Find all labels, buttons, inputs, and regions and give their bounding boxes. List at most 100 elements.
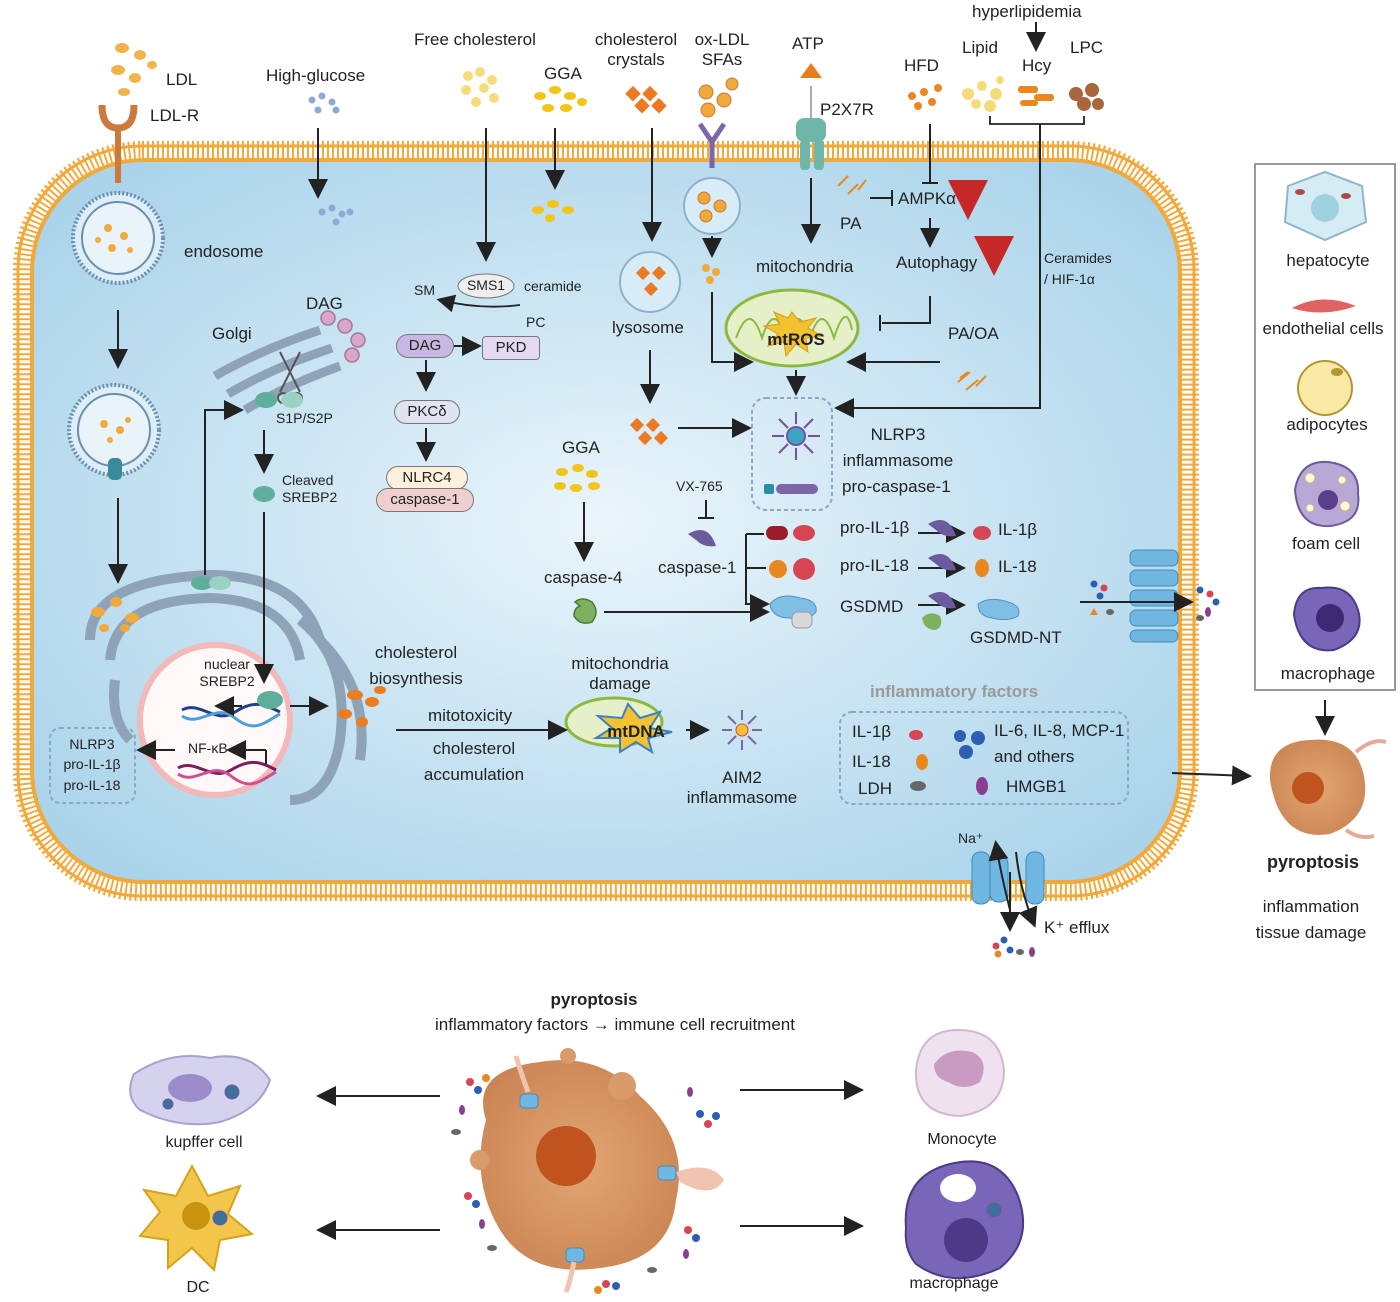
label-gsdmd-nt: GSDMD-NT bbox=[970, 628, 1062, 647]
label-k-efflux: K⁺ efflux bbox=[1044, 918, 1110, 937]
caspase1-icon bbox=[688, 530, 716, 547]
label-foam-cell: foam cell bbox=[1291, 534, 1361, 553]
label-mitotoxicity: mitotoxicity bbox=[428, 706, 513, 725]
pill-nlrc4: NLRC4 bbox=[386, 466, 468, 490]
released-factors-left bbox=[1090, 580, 1114, 615]
nlrp3-inflammasome-icon bbox=[772, 412, 820, 460]
label-ceramides-hif: Ceramides / HIF-1α bbox=[1044, 250, 1112, 287]
pyroptotic-cell-bottom-icon bbox=[470, 1048, 724, 1293]
lpc-particles bbox=[1069, 83, 1104, 111]
label-dc: DC bbox=[186, 1279, 210, 1296]
nucleus-icon bbox=[137, 642, 293, 798]
label-pyroptosis-bottom: pyroptosis bbox=[550, 990, 638, 1009]
label-factor-ldh: LDH bbox=[858, 779, 893, 798]
label-golgi: Golgi bbox=[212, 324, 252, 343]
lysosome-icon bbox=[619, 251, 681, 313]
label-cholesterol-accumulation: cholesterol accumulation bbox=[423, 739, 525, 784]
lipid-particles bbox=[962, 76, 1004, 112]
label-ceramide: ceramide bbox=[524, 278, 582, 294]
inflammasome-box bbox=[751, 397, 833, 511]
cholesterol-droplets bbox=[338, 686, 386, 727]
label-endosome: endosome bbox=[184, 242, 264, 261]
paoa-icon bbox=[957, 371, 987, 391]
released-crystals-icon bbox=[629, 417, 669, 446]
label-il18: IL-18 bbox=[998, 557, 1037, 576]
gga-particles bbox=[532, 86, 587, 222]
hfd-particles bbox=[908, 84, 942, 110]
label-caspase4: caspase-4 bbox=[544, 568, 623, 587]
macrophage-bottom-icon bbox=[904, 1160, 1025, 1279]
p2x7r-icon bbox=[796, 118, 826, 170]
pill-caspase1: caspase-1 bbox=[376, 488, 474, 512]
label-pc: PC bbox=[526, 314, 546, 330]
label-atp: ATP bbox=[792, 34, 824, 53]
label-inflammation-tissue-damage: inflammation tissue damage bbox=[1255, 897, 1367, 942]
label-ampka: AMPKα bbox=[898, 189, 957, 208]
label-autophagy: Autophagy bbox=[896, 253, 978, 272]
label-factor-il1b: IL-1β bbox=[852, 722, 892, 741]
foam-cell-icon bbox=[1293, 460, 1360, 528]
label-hfd: HFD bbox=[904, 56, 939, 75]
label-gga-2: GGA bbox=[562, 438, 600, 457]
label-nlrp3-inflammasome: NLRP3 inflammasome bbox=[842, 425, 954, 470]
er-lipid-droplets bbox=[91, 597, 139, 632]
pill-pkcd: PKCδ bbox=[394, 400, 460, 424]
label-pro-il1b: pro-IL-1β bbox=[840, 518, 910, 537]
released-ions bbox=[992, 936, 1035, 958]
label-mito-damage: mitochondria damage bbox=[571, 654, 669, 694]
il1b-icon bbox=[973, 526, 991, 540]
gsdmd-icon bbox=[769, 595, 817, 629]
pro-caspase1-icon bbox=[764, 484, 818, 494]
golgi-vesicles bbox=[320, 310, 366, 363]
label-lysosome: lysosome bbox=[612, 318, 684, 337]
label-macrophage-panel: macrophage bbox=[1280, 664, 1376, 683]
label-dag-top: DAG bbox=[306, 294, 343, 313]
label-il1b: IL-1β bbox=[998, 520, 1038, 539]
pill-dag: DAG bbox=[396, 334, 454, 358]
label-cholesterol-crystals: cholesterol crystals bbox=[594, 30, 678, 70]
nlrp3-transcript-box bbox=[49, 727, 136, 804]
dc-cell-icon bbox=[138, 1163, 255, 1273]
atp-icon bbox=[800, 63, 822, 78]
label-hcy: Hcy bbox=[1022, 56, 1052, 75]
gsdmd-nt-icon bbox=[977, 598, 1020, 621]
free-cholesterol-particles bbox=[461, 67, 499, 107]
label-endothelial-cells: endothelial cells bbox=[1262, 319, 1384, 338]
oxldl-receptor-icon bbox=[697, 122, 727, 168]
released-factors-right bbox=[1196, 586, 1220, 621]
pro-il18-icon bbox=[769, 558, 815, 580]
golgi-icon bbox=[212, 325, 342, 414]
endothelial-cell-icon bbox=[1292, 299, 1356, 313]
inflammatory-factors-box bbox=[839, 711, 1129, 805]
label-sm: SM bbox=[414, 282, 435, 298]
label-s1p-s2p: S1P/S2P bbox=[276, 410, 333, 426]
ldl-particles bbox=[111, 43, 157, 96]
label-pyroptosis-right: pyroptosis bbox=[1266, 852, 1360, 872]
label-inflammatory-factors: inflammatory factors bbox=[870, 682, 1039, 701]
label-factor-il6: IL-6, IL-8, MCP-1 and others bbox=[994, 721, 1125, 766]
label-vx765: VX-765 bbox=[676, 478, 723, 494]
label-ldl-r: LDL-R bbox=[150, 106, 200, 125]
oxldl-particles bbox=[698, 77, 739, 118]
hcy-particles bbox=[1018, 86, 1054, 106]
label-pa: PA bbox=[840, 214, 862, 233]
label-monocyte: Monocyte bbox=[927, 1131, 997, 1148]
label-free-cholesterol: Free cholesterol bbox=[414, 30, 536, 49]
caspase4-icon bbox=[573, 598, 597, 624]
mitochondria-icon bbox=[724, 288, 860, 368]
aim2-inflammasome-icon bbox=[722, 710, 762, 750]
label-factor-il18: IL-18 bbox=[852, 752, 891, 771]
label-recruitment-subtitle: inflammatory factors → immune cell recru… bbox=[435, 1015, 795, 1034]
label-caspase1: caspase-1 bbox=[658, 558, 737, 577]
glucose-particles bbox=[308, 92, 354, 226]
label-pa-oa: PA/OA bbox=[948, 324, 999, 343]
adipocyte-icon bbox=[1297, 360, 1353, 416]
label-oxldl-sfas: ox-LDL SFAs bbox=[694, 30, 750, 70]
label-na: Na⁺ bbox=[958, 830, 984, 846]
label-mtdna: mtDNA bbox=[607, 722, 665, 741]
ion-channel-icon bbox=[971, 851, 1045, 905]
label-hyperlipidemia: hyperlipidemia bbox=[972, 2, 1082, 21]
gga-caspase4-particles bbox=[554, 464, 600, 492]
label-lipid: Lipid bbox=[962, 38, 998, 57]
